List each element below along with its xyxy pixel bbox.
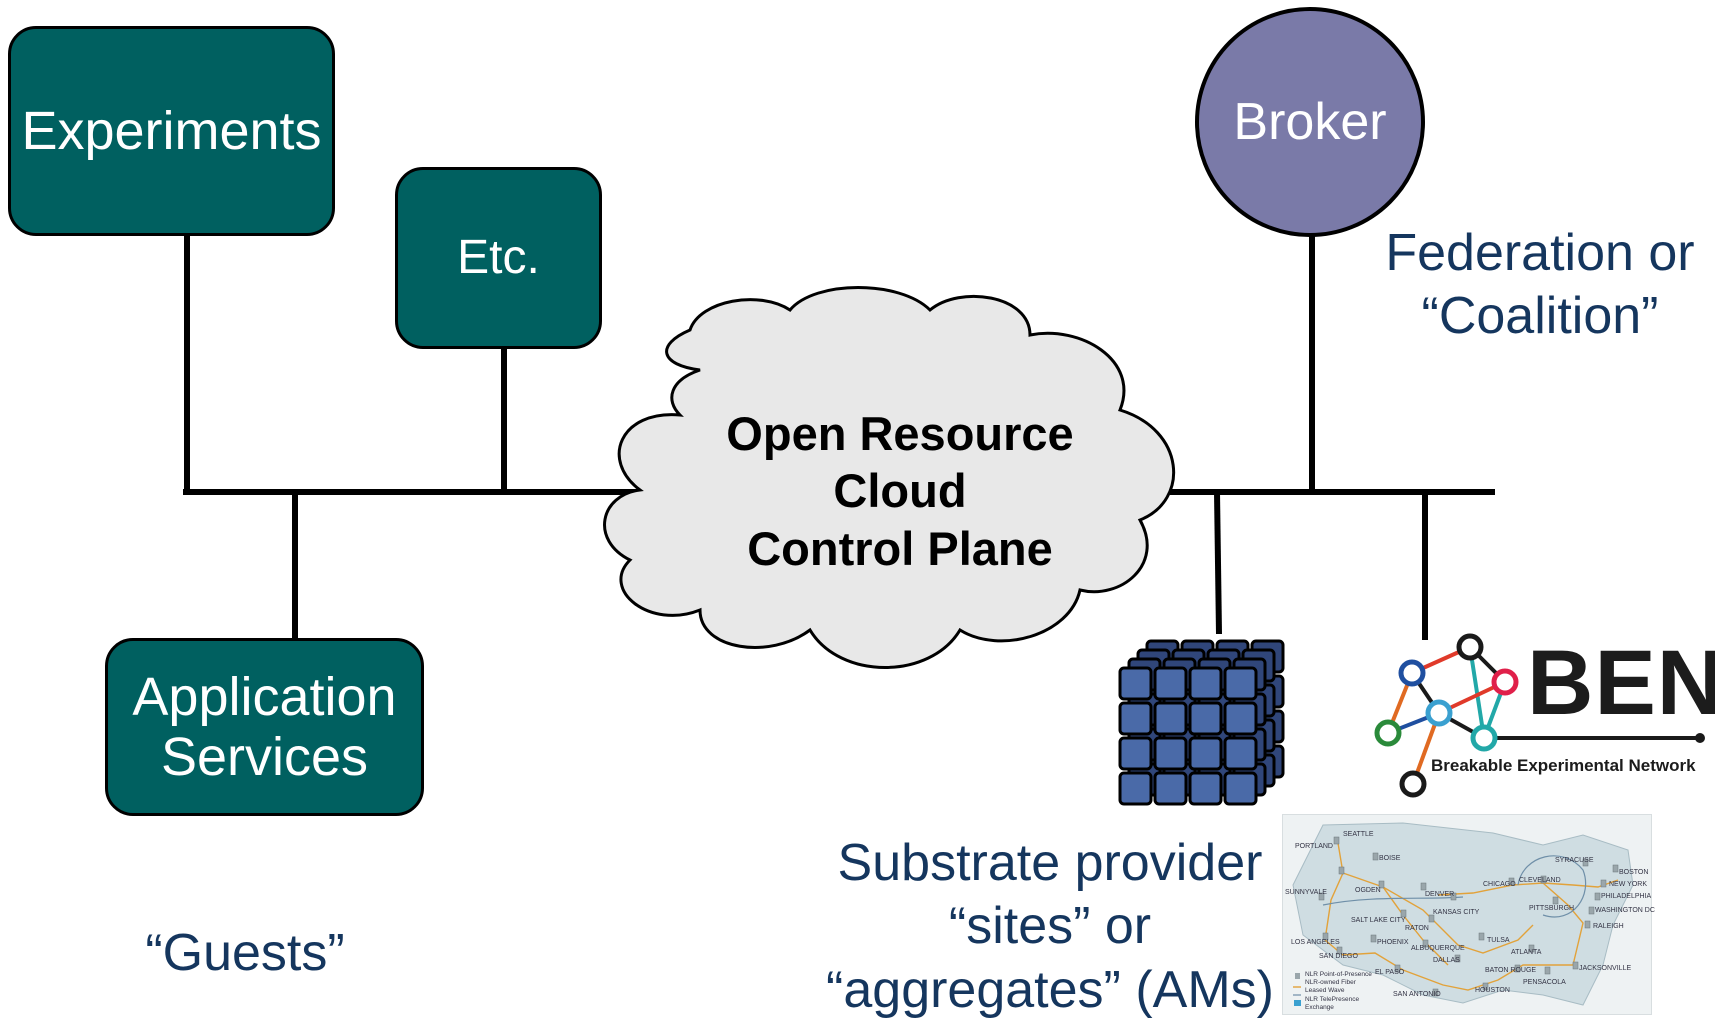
city-label: SAN DIEGO <box>1319 953 1358 960</box>
etc-box: Etc. <box>395 167 602 349</box>
city-label: RATON <box>1405 925 1429 932</box>
city-label: RALEIGH <box>1593 923 1624 930</box>
federation-label: Federation or “Coalition” <box>1385 224 1695 346</box>
city-label: OGDEN <box>1355 887 1381 894</box>
map-legend-item: NLR-owned Fiber <box>1305 979 1356 986</box>
city-label: ALBUQUERQUE <box>1411 945 1465 952</box>
city-label: ATLANTA <box>1511 949 1542 956</box>
city-label: CLEVELAND <box>1519 877 1561 884</box>
city-label: JACKSONVILLE <box>1579 965 1632 972</box>
city-label: SYRACUSE <box>1555 857 1594 864</box>
city-label: SAN ANTONIO <box>1393 991 1441 998</box>
city-label: PENSACOLA <box>1523 979 1566 986</box>
experiments-label: Experiments <box>21 100 322 161</box>
city-label: KANSAS CITY <box>1433 909 1480 916</box>
network-map: SEATTLE PORTLAND BOISE SUNNYVALE OGDEN S… <box>1282 814 1655 1015</box>
experiments-box: Experiments <box>8 26 335 236</box>
city-label: NEW YORK <box>1609 881 1647 888</box>
city-label: BATON ROUGE <box>1485 967 1537 974</box>
city-label: DALLAS <box>1433 957 1460 964</box>
city-label: DENVER <box>1425 891 1455 898</box>
guests-label: “Guests” <box>145 924 345 982</box>
application-services-box: Application Services <box>105 638 424 816</box>
city-label: BOSTON <box>1619 869 1649 876</box>
ben-subtitle: Breakable Experimental Network <box>1431 756 1696 775</box>
map-legend-icons <box>1293 973 1301 1006</box>
city-label: HOUSTON <box>1475 987 1510 994</box>
connection-lines <box>183 234 1495 640</box>
city-label: CHICAGO <box>1483 881 1516 888</box>
compute-cube-icon <box>1118 639 1285 806</box>
broker-label: Broker <box>1233 93 1387 151</box>
broker-node: Broker <box>1195 7 1425 237</box>
city-label: WASHINGTON DC <box>1595 907 1655 914</box>
city-label: SALT LAKE CITY <box>1351 917 1406 924</box>
map-legend-item: Exchange <box>1305 1004 1334 1011</box>
map-legend-item: NLR TelePresence <box>1305 996 1360 1003</box>
map-legend-item: NLR Point-of-Presence <box>1305 971 1372 978</box>
city-label: EL PASO <box>1375 969 1405 976</box>
substrate-label: Substrate provider “sites” or “aggregate… <box>826 834 1274 1019</box>
map-legend-item: Leased Wave <box>1305 987 1345 994</box>
city-label: LOS ANGELES <box>1291 939 1340 946</box>
application-services-label: Application Services <box>132 666 397 787</box>
etc-label: Etc. <box>457 231 540 285</box>
us-map-icon <box>1292 822 1634 1006</box>
city-label: TULSA <box>1487 937 1510 944</box>
city-label: PHILADELPHIA <box>1601 893 1652 900</box>
city-label: PITTSBURGH <box>1529 905 1575 912</box>
ben-logo-icon <box>1374 633 1705 798</box>
city-label: SUNNYVALE <box>1285 889 1327 896</box>
link-compute-aggregate <box>1214 491 1222 635</box>
city-label: BOISE <box>1379 855 1401 862</box>
city-label: SEATTLE <box>1343 831 1374 838</box>
city-label: PHOENIX <box>1377 939 1409 946</box>
city-label: PORTLAND <box>1295 843 1333 850</box>
ben-title: BEN <box>1527 632 1715 734</box>
cloud-label: Open Resource Cloud Control Plane <box>726 407 1074 575</box>
control-plane-cloud <box>603 286 1176 669</box>
